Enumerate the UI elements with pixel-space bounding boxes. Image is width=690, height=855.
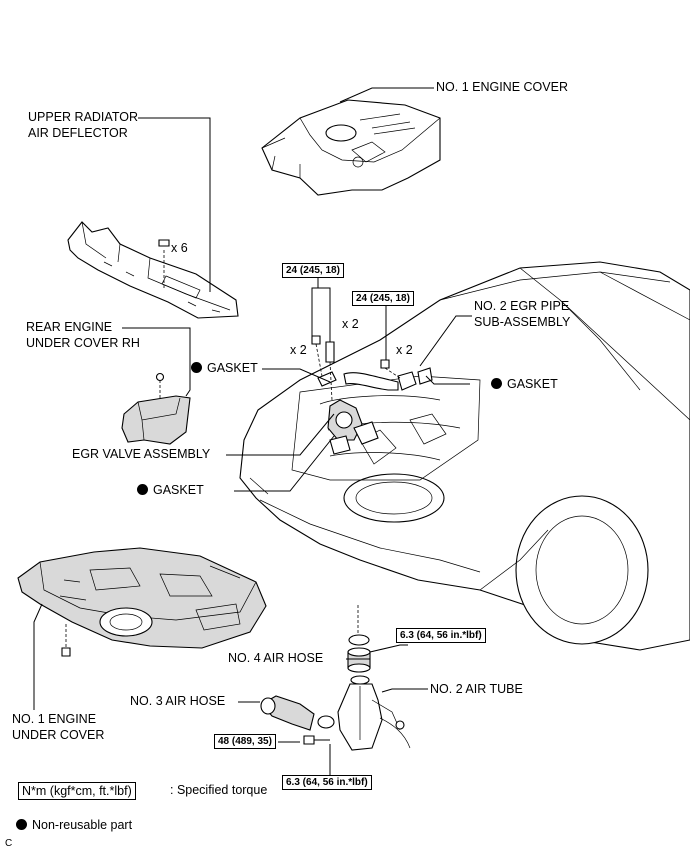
- legend-non-reusable: Non-reusable part: [16, 818, 132, 833]
- non-reusable-dot-icon: [491, 378, 502, 389]
- label-x2-bolt-upper: x 2: [342, 317, 359, 331]
- legend-non-reusable-text: Non-reusable part: [32, 818, 133, 832]
- gasket-text: GASKET: [507, 377, 558, 391]
- label-no2-egr-pipe-line2: SUB-ASSEMBLY: [474, 315, 571, 329]
- label-gasket-right: GASKET: [491, 377, 558, 392]
- label-no2-egr-pipe-line1: NO. 2 EGR PIPE: [474, 299, 570, 313]
- vehicle-drawing: [239, 261, 690, 651]
- label-no1-engine-under-cover-line1: NO. 1 ENGINE: [12, 712, 97, 726]
- label-no4-air-hose: NO. 4 AIR HOSE: [228, 651, 324, 665]
- air-intake-drawing: [260, 605, 411, 751]
- gasket-text: GASKET: [153, 483, 204, 497]
- label-no1-engine-under-cover-line2: UNDER COVER: [12, 728, 105, 742]
- gasket-text: GASKET: [207, 361, 258, 375]
- torque-spec-bolt-left: 24 (245, 18): [282, 263, 344, 278]
- legend-torque-description: : Specified torque: [170, 783, 268, 797]
- leader-lines: [33, 87, 472, 776]
- torque-spec-bolt-right: 24 (245, 18): [352, 291, 414, 306]
- label-upper-radiator-air-deflector-line2: AIR DEFLECTOR: [28, 126, 128, 140]
- label-no2-air-tube: NO. 2 AIR TUBE: [430, 682, 523, 696]
- label-x2-bolt-right: x 2: [396, 343, 413, 357]
- label-no3-air-hose: NO. 3 AIR HOSE: [130, 694, 226, 708]
- label-x6: x 6: [171, 241, 188, 255]
- label-x2-bolt-left: x 2: [290, 343, 307, 357]
- non-reusable-dot-icon: [137, 484, 148, 495]
- label-rear-engine-under-cover-rh-line2: UNDER COVER RH: [26, 336, 140, 350]
- torque-spec-bolt-tube: 48 (489, 35): [214, 734, 276, 749]
- label-no1-engine-cover: NO. 1 ENGINE COVER: [436, 80, 568, 94]
- engine-under-cover-drawing: [17, 547, 267, 657]
- egr-assembly-drawing: [311, 335, 433, 455]
- non-reusable-dot-icon: [16, 819, 27, 830]
- label-gasket-lower: GASKET: [137, 483, 204, 498]
- label-gasket-upper: GASKET: [191, 361, 258, 376]
- legend-torque-box: N*m (kgf*cm, ft.*lbf): [18, 782, 136, 800]
- figure-code: C: [5, 838, 13, 849]
- rear-under-cover-drawing: [121, 372, 191, 445]
- air-deflector-drawing: [67, 221, 239, 319]
- torque-spec-clamp-top: 6.3 (64, 56 in.*lbf): [396, 628, 486, 643]
- engine-cover-drawing: [261, 99, 441, 196]
- label-upper-radiator-air-deflector-line1: UPPER RADIATOR: [28, 110, 138, 124]
- torque-spec-clamp-bottom: 6.3 (64, 56 in.*lbf): [282, 775, 372, 790]
- non-reusable-dot-icon: [191, 362, 202, 373]
- label-rear-engine-under-cover-rh-line1: REAR ENGINE: [26, 320, 113, 334]
- label-egr-valve-assembly: EGR VALVE ASSEMBLY: [72, 447, 211, 461]
